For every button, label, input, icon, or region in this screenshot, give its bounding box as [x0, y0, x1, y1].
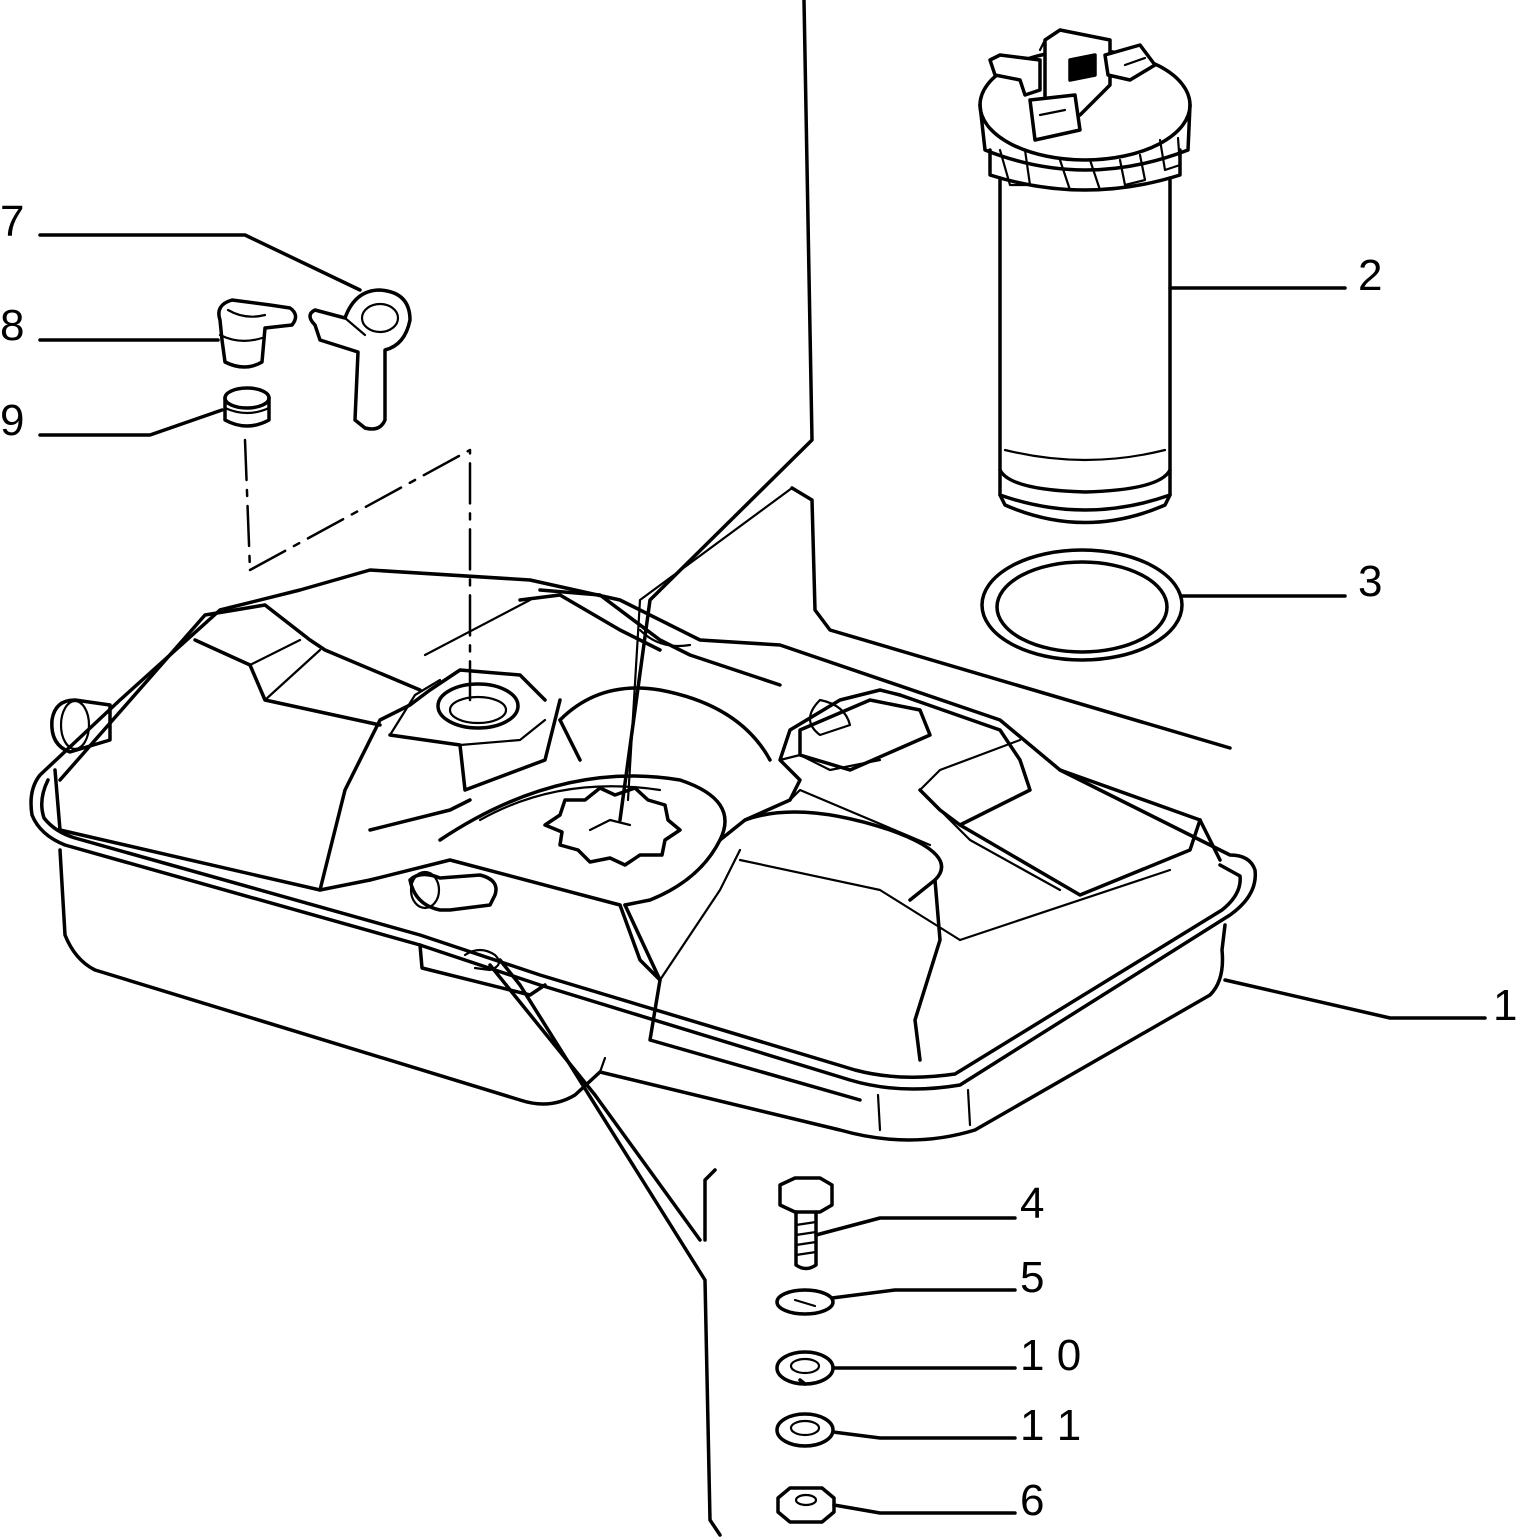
elbow-connector: [217, 298, 298, 369]
section-boundary-lines: [243, 0, 1232, 822]
fuel-pump-assembly: [978, 28, 1192, 525]
callout-6: 6: [1020, 1476, 1044, 1525]
split-washer: [775, 1350, 835, 1386]
callout-4: 4: [1020, 1179, 1044, 1228]
callout-1: 1: [1493, 981, 1517, 1030]
hex-nut: [776, 1486, 836, 1524]
grommet: [223, 386, 271, 428]
callout-5: 5: [1020, 1253, 1044, 1302]
hex-bolt: [778, 1176, 834, 1271]
leader-1: [1223, 978, 1487, 1020]
callout-9: 9: [0, 396, 24, 445]
callout-labels: 7 8 9 2 3 1 4 5 1 0 1 1 6: [0, 197, 1517, 1525]
callout-8: 8: [0, 301, 24, 350]
callout-11: 1 1: [1020, 1401, 1081, 1450]
callout-2: 2: [1358, 251, 1382, 300]
leader-6: [832, 1503, 1017, 1515]
pump-seal-ring: [980, 548, 1184, 662]
leader-lines: [38, 233, 1487, 1515]
callout-3: 3: [1358, 557, 1382, 606]
leader-4: [814, 1216, 1017, 1237]
leader-5: [830, 1288, 1017, 1300]
callout-7: 7: [0, 197, 24, 246]
leader-11: [831, 1430, 1017, 1440]
spring-washer: [775, 1288, 835, 1316]
fuel-tank: [29, 568, 1258, 1537]
flat-washer: [775, 1412, 835, 1448]
callout-10: 1 0: [1020, 1331, 1081, 1380]
vent-hose: [308, 288, 412, 431]
leader-7: [38, 233, 362, 292]
leader-9: [38, 408, 224, 437]
